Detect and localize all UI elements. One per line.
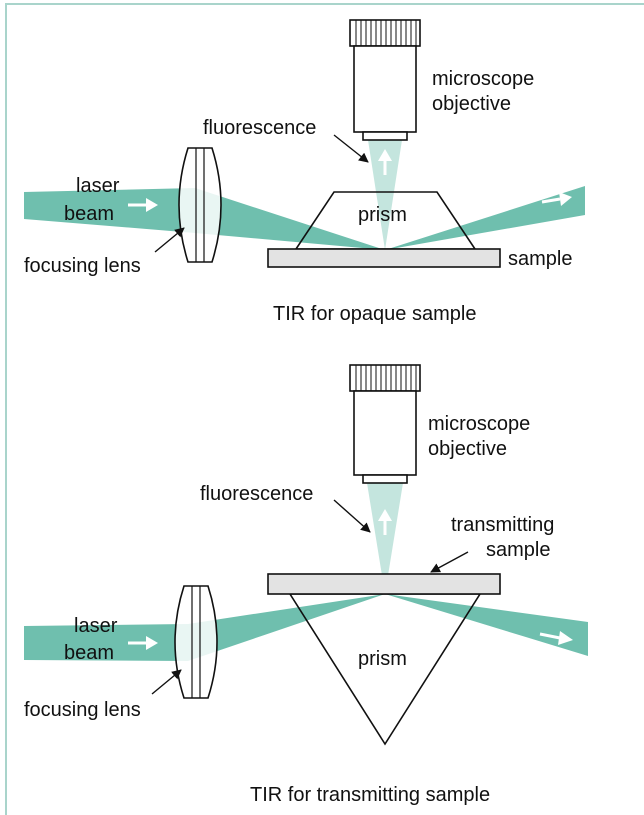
bottom-microscope-objective xyxy=(349,364,421,484)
top-lens-label: focusing lens xyxy=(24,255,141,277)
top-microscope-objective xyxy=(349,19,421,141)
top-lens-leader xyxy=(154,227,185,253)
bottom-laser-label-1: laser xyxy=(74,615,118,637)
top-microscope-label-1: microscope xyxy=(432,68,534,90)
top-fluorescence-cone xyxy=(368,140,402,250)
bottom-transmitting-label-1: transmitting xyxy=(451,514,554,536)
top-laser-label-2: beam xyxy=(64,203,114,225)
bottom-transmitting-label-2: sample xyxy=(486,539,550,561)
bottom-fluorescence-cone xyxy=(367,483,403,594)
bottom-outgoing-beam xyxy=(385,594,588,656)
top-focusing-lens xyxy=(178,147,222,263)
opaque-sample-diagram: microscope objective fluorescence laser … xyxy=(24,19,585,325)
bottom-fluorescence-label: fluorescence xyxy=(200,483,313,505)
top-outgoing-beam xyxy=(385,186,585,250)
transmitting-sample-diagram: microscope objective fluorescence transm… xyxy=(24,364,588,806)
bottom-lens-label: focusing lens xyxy=(24,699,141,721)
bottom-laser-label-2: beam xyxy=(64,642,114,664)
bottom-beam-arrows xyxy=(128,509,573,650)
top-caption: TIR for opaque sample xyxy=(273,303,476,325)
top-beam-arrows xyxy=(128,149,572,212)
top-laser-label-1: laser xyxy=(76,175,120,197)
bottom-lens-leader xyxy=(151,669,182,695)
top-sample-label: sample xyxy=(508,248,572,270)
top-fluorescence-leader xyxy=(333,134,369,163)
top-prism-label: prism xyxy=(358,204,407,226)
bottom-fluorescence-leader xyxy=(333,499,371,533)
top-microscope-label-2: objective xyxy=(432,93,511,115)
top-fluorescence-label: fluorescence xyxy=(203,117,316,139)
bottom-prism-label: prism xyxy=(358,648,407,670)
bottom-focusing-lens xyxy=(174,585,218,699)
bottom-caption: TIR for transmitting sample xyxy=(250,784,490,806)
figure-frame xyxy=(5,3,644,815)
bottom-microscope-label-2: objective xyxy=(428,438,507,460)
top-sample-slab xyxy=(267,248,501,268)
bottom-microscope-label-1: microscope xyxy=(428,413,530,435)
bottom-sample-slab xyxy=(267,573,501,595)
bottom-transmitting-leader xyxy=(430,551,469,573)
